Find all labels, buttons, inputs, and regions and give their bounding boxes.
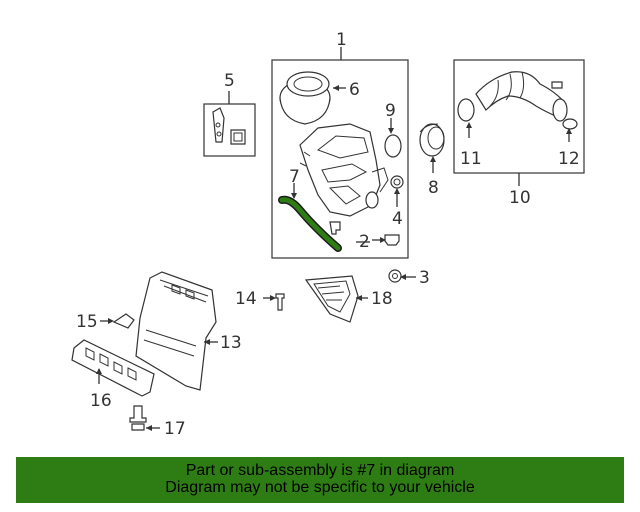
callout-3: 3 bbox=[419, 268, 430, 288]
callout-5: 5 bbox=[224, 71, 235, 91]
callout-9: 9 bbox=[385, 101, 396, 121]
o-ring-part-9[interactable] bbox=[384, 118, 402, 158]
nut-part-3[interactable] bbox=[388, 269, 416, 283]
bracket-part-15[interactable] bbox=[100, 313, 135, 329]
clip-part-2[interactable] bbox=[372, 234, 400, 246]
callout-1: 1 bbox=[336, 30, 347, 50]
bracket-box-5[interactable] bbox=[203, 91, 256, 157]
banner-line-1: Part or sub-assembly is #7 in diagram bbox=[185, 462, 455, 479]
callout-6: 6 bbox=[349, 80, 360, 100]
housing-clip bbox=[329, 221, 341, 235]
air-filter-element[interactable] bbox=[279, 71, 346, 125]
grille-part-16[interactable] bbox=[71, 339, 155, 397]
callout-11: 11 bbox=[460, 149, 482, 169]
callout-12: 12 bbox=[558, 149, 580, 169]
callout-17: 17 bbox=[164, 419, 186, 439]
callout-18: 18 bbox=[371, 289, 393, 309]
assembly-box-1 bbox=[271, 47, 409, 259]
highlighted-hose-part-7[interactable] bbox=[278, 183, 342, 252]
banner-line-2: Diagram may not be specific to your vehi… bbox=[165, 479, 475, 496]
callout-10: 10 bbox=[509, 188, 531, 208]
grommet-part-4[interactable] bbox=[390, 175, 404, 207]
air-guide-part-13[interactable] bbox=[135, 271, 218, 391]
duct-part-18[interactable] bbox=[304, 275, 368, 323]
bolt-part-17[interactable] bbox=[129, 405, 160, 431]
callout-4: 4 bbox=[392, 209, 403, 229]
callout-8: 8 bbox=[428, 178, 439, 198]
callout-15: 15 bbox=[76, 312, 98, 332]
callout-14: 14 bbox=[235, 289, 257, 309]
info-banner: Part or sub-assembly is #7 in diagram Di… bbox=[16, 457, 624, 503]
callout-16: 16 bbox=[90, 391, 112, 411]
air-cleaner-housing[interactable] bbox=[299, 123, 389, 217]
coupler-part-8[interactable] bbox=[419, 123, 445, 173]
callout-7: 7 bbox=[289, 167, 300, 187]
callout-13: 13 bbox=[220, 333, 242, 353]
intake-duct-box-10[interactable] bbox=[453, 59, 585, 186]
bolt-part-14[interactable] bbox=[263, 293, 285, 311]
